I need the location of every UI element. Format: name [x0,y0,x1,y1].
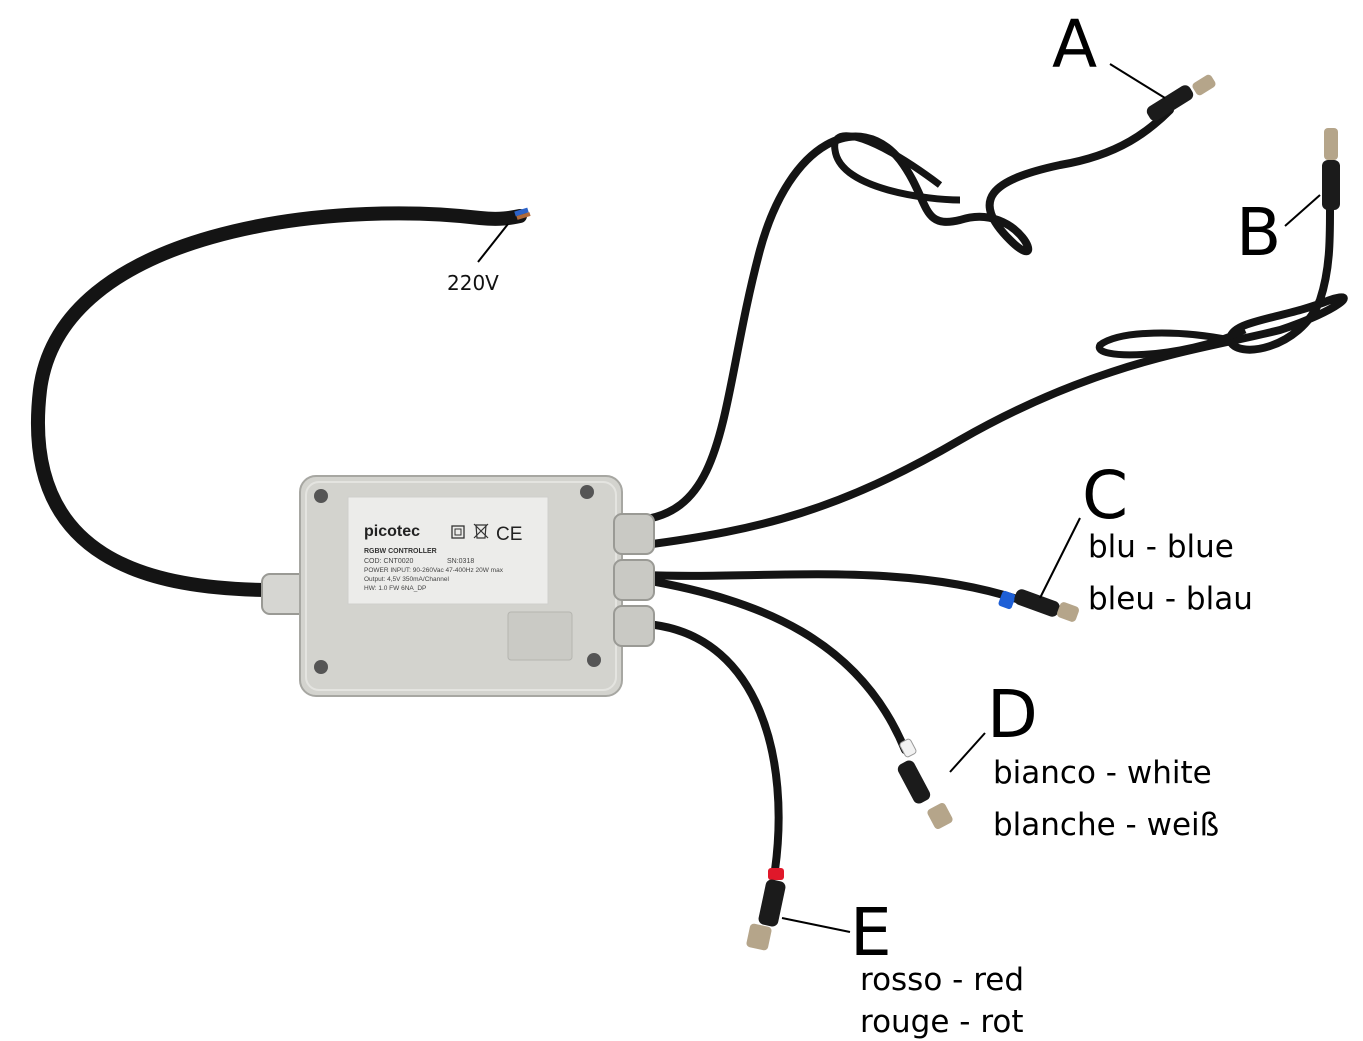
ce-mark: CE [496,524,522,545]
sn-text: SN:0318 [447,558,474,565]
screw-tr [580,485,594,499]
power-wire-blue [514,207,529,217]
gland-1 [613,513,655,555]
ring-e [768,868,784,880]
brand-logo: picotec [364,523,420,540]
cable-b [641,206,1348,549]
screw-br [587,653,601,667]
power-cable [31,206,527,597]
plug-e-tip [746,923,772,951]
leader-b [1284,194,1321,227]
leader-d [949,732,986,773]
connector-letter-b: B [1236,194,1282,271]
connector-d-caption-2: blanche - weiß [993,807,1220,843]
power-input-text: POWER INPUT: 90-260Vac 47-400Hz 20W max [364,567,504,574]
connector-letter-e: E [850,894,892,971]
cod-text: COD: CNT0020 [364,558,414,565]
power-wire-brown [516,212,531,220]
plug-c-tip [1056,602,1080,622]
screw-tl [314,489,328,503]
gland-2 [613,559,655,601]
loop-b [1095,326,1247,359]
loop-a [831,132,961,204]
screw-bl [314,660,328,674]
connector-c-caption-1: blu - blue [1088,529,1234,565]
connector-letter-d: D [987,676,1038,753]
weee-bin-icon [473,523,489,539]
connector-e-caption-1: rosso - red [860,962,1025,998]
leader-a [1109,63,1166,99]
embossed-plate [507,611,573,661]
connector-e-caption-2: rouge - rot [860,1004,1024,1040]
plug-b [1322,160,1340,210]
plug-d-tip [927,803,953,829]
product-label [347,496,549,605]
cable-d [641,576,909,754]
plug-d [897,760,931,804]
leader-c [1039,517,1081,599]
cable-e [651,621,783,874]
connector-c-caption-2: bleu - blau [1088,581,1253,617]
gland-3 [613,605,655,647]
connector-letter-c: C [1082,457,1129,534]
hw-fw-text: HW: 1.0 FW 6NA_DP [364,585,426,592]
class-ii-icon [451,525,465,539]
output-text: Output: 4,5V 350mA/Channel [364,576,449,583]
connector-d-caption-1: bianco - white [993,755,1212,791]
cable-c [641,570,1024,604]
leader-e [781,917,851,933]
ring-d [899,738,917,758]
model-text: RGBW CONTROLLER [364,548,437,555]
plug-b-tip [1324,128,1338,160]
plug-a-tip [1192,74,1216,96]
cable-a [636,106,1174,524]
ring-c [998,590,1016,610]
voltage-label: 220V [447,271,499,295]
connector-letter-a: A [1052,6,1098,83]
plug-e [758,879,786,927]
plug-a [1146,85,1194,121]
leader-220v [477,223,509,263]
plug-c [1014,589,1060,617]
